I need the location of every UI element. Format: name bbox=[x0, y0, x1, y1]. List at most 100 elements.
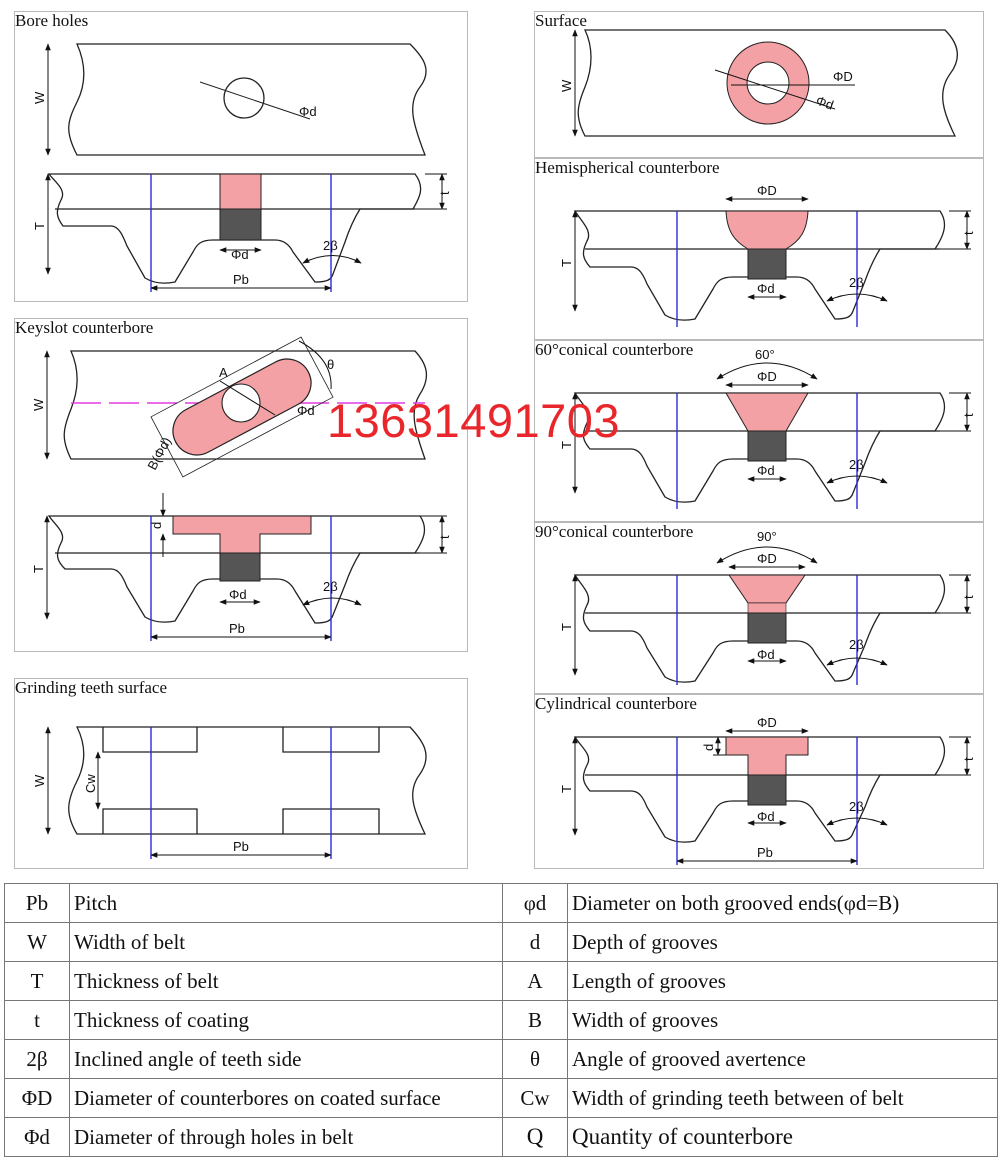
label-d: d bbox=[701, 744, 716, 751]
panel-hemispherical: Hemispherical counterbore T ΦD Φd 2β t bbox=[534, 158, 984, 340]
legend-description: Width of belt bbox=[69, 922, 503, 962]
panel-conical-60: 60°conical counterbore 60° ΦD T Φd 2β t bbox=[534, 340, 984, 522]
conical-90-drawing: 90° ΦD T Φd 2β t bbox=[559, 529, 976, 685]
label-theta: θ bbox=[327, 357, 334, 372]
label-phi-big-d: ΦD bbox=[757, 183, 777, 198]
legend-description: Quantity of counterbore bbox=[567, 1117, 998, 1157]
label-phi-d: Φd bbox=[231, 247, 249, 262]
panel-title: Bore holes bbox=[15, 11, 89, 30]
legend-symbol: 2β bbox=[4, 1039, 70, 1079]
label-phi-d: Φd bbox=[297, 403, 315, 418]
label-w: W bbox=[559, 79, 574, 92]
cylindrical-drawing: ΦD d T Φd Pb 2β t bbox=[559, 715, 976, 865]
legend-description: Diameter of through holes in belt bbox=[69, 1117, 503, 1157]
label-t-belt: T bbox=[559, 623, 574, 631]
label-b-phi-d: B(Φd) bbox=[144, 435, 174, 473]
label-phi-d: Φd bbox=[299, 104, 317, 119]
label-two-beta: 2β bbox=[849, 637, 864, 652]
label-t-belt: T bbox=[32, 222, 47, 230]
panel-grinding: Grinding teeth surface W Cw Pb bbox=[14, 678, 468, 869]
legend-symbol: A bbox=[502, 961, 568, 1001]
panel-cylindrical: Cylindrical counterbore ΦD d T Φd Pb 2β bbox=[534, 694, 984, 869]
label-phi-big-d: ΦD bbox=[757, 551, 777, 566]
legend-description: Diameter of counterbores on coated surfa… bbox=[69, 1078, 503, 1118]
label-phi-d: Φd bbox=[757, 809, 775, 824]
legend-description: Pitch bbox=[69, 883, 503, 923]
surface-drawing: W ΦD Φd bbox=[559, 29, 958, 137]
legend-symbol: Q bbox=[502, 1117, 568, 1157]
label-t-coating: t bbox=[961, 231, 976, 235]
label-t-belt: T bbox=[31, 565, 46, 573]
label-t-belt: T bbox=[559, 259, 574, 267]
label-t-belt: T bbox=[559, 441, 574, 449]
label-angle: 90° bbox=[757, 529, 777, 544]
panel-title: Keyslot counterbore bbox=[15, 318, 154, 337]
label-w: W bbox=[31, 398, 46, 411]
label-pb: Pb bbox=[229, 621, 245, 636]
panel-title: 60°conical counterbore bbox=[535, 340, 694, 359]
label-two-beta: 2β bbox=[849, 275, 864, 290]
panel-surface: Surface W ΦD Φd bbox=[534, 11, 984, 158]
phone-watermark: 13631491703 bbox=[327, 394, 621, 447]
legend-description: Diameter on both grooved ends(φd=B) bbox=[567, 883, 998, 923]
legend-symbol: W bbox=[4, 922, 70, 962]
hemispherical-drawing: T ΦD Φd 2β t bbox=[559, 183, 976, 327]
label-phi-d: Φd bbox=[757, 281, 775, 296]
label-t-coating: t bbox=[437, 535, 452, 539]
label-t-coating: t bbox=[961, 413, 976, 417]
label-phi-d: Φd bbox=[814, 93, 836, 113]
panel-keyslot: Keyslot counterbore bbox=[14, 318, 468, 652]
legend-description: Thickness of belt bbox=[69, 961, 503, 1001]
legend-symbol: T bbox=[4, 961, 70, 1001]
bore-holes-drawing: W T Φd Φd Pb 2β t bbox=[32, 43, 452, 292]
legend-symbol: Pb bbox=[4, 883, 70, 923]
panel-title: Grinding teeth surface bbox=[15, 678, 167, 697]
legend-description: Width of grooves bbox=[567, 1000, 998, 1040]
legend-description: Angle of grooved avertence bbox=[567, 1039, 998, 1079]
label-phi-d: Φd bbox=[757, 647, 775, 662]
legend-description: Width of grinding teeth between of belt bbox=[567, 1078, 998, 1118]
label-pb: Pb bbox=[757, 845, 773, 860]
panel-title: Cylindrical counterbore bbox=[535, 694, 697, 713]
legend-symbol: Cw bbox=[502, 1078, 568, 1118]
legend-symbol: B bbox=[502, 1000, 568, 1040]
keyslot-drawing: W A θ Φd B(Φd) T d Φd Pb 2β t bbox=[31, 336, 452, 641]
legend-description: Length of grooves bbox=[567, 961, 998, 1001]
panel-title: 90°conical counterbore bbox=[535, 522, 694, 541]
legend-symbol: Φd bbox=[4, 1117, 70, 1157]
label-phi-big-d: ΦD bbox=[757, 369, 777, 384]
label-phi-big-d: ΦD bbox=[757, 715, 777, 730]
panel-bore-holes: Bore holes W T Φd bbox=[14, 11, 468, 302]
grinding-drawing: W Cw Pb bbox=[32, 726, 427, 859]
label-pb: Pb bbox=[233, 272, 249, 287]
label-w: W bbox=[32, 91, 47, 104]
label-two-beta: 2β bbox=[323, 238, 338, 253]
label-phi-big-d: ΦD bbox=[833, 69, 853, 84]
label-phi-d: Φd bbox=[229, 587, 247, 602]
label-d: d bbox=[149, 522, 164, 529]
label-two-beta: 2β bbox=[323, 579, 338, 594]
panel-title: Hemispherical counterbore bbox=[535, 158, 720, 177]
legend-description: Thickness of coating bbox=[69, 1000, 503, 1040]
label-pb: Pb bbox=[233, 839, 249, 854]
label-cw: Cw bbox=[83, 774, 98, 793]
legend-symbol: φd bbox=[502, 883, 568, 923]
label-w: W bbox=[32, 774, 47, 787]
label-phi-d: Φd bbox=[757, 463, 775, 478]
label-t-belt: T bbox=[559, 785, 574, 793]
label-angle: 60° bbox=[755, 347, 775, 362]
conical-60-drawing: 60° ΦD T Φd 2β t bbox=[559, 347, 976, 509]
panel-conical-90: 90°conical counterbore 90° ΦD T Φd 2β t bbox=[534, 522, 984, 694]
label-t-coating: t bbox=[961, 595, 976, 599]
label-a: A bbox=[219, 365, 228, 380]
label-t-coating: t bbox=[961, 757, 976, 761]
legend-symbol: t bbox=[4, 1000, 70, 1040]
